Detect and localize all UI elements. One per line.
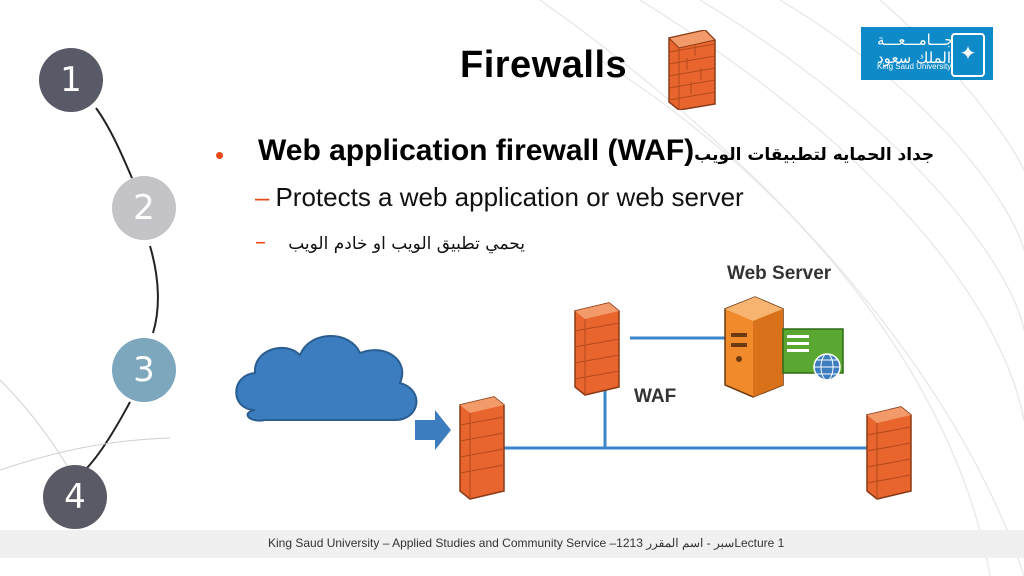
palm-seal-icon: ✦: [951, 33, 985, 77]
step-3-circle[interactable]: 3: [112, 338, 176, 402]
step-connector-1-2: [95, 107, 133, 179]
step-4-circle[interactable]: 4: [43, 465, 107, 529]
arrow-icon: [415, 410, 451, 450]
step-1-label: 1: [60, 60, 82, 100]
step-2-circle[interactable]: 2: [112, 176, 176, 240]
step-connector-3-4: [84, 401, 131, 471]
bullet-point: •: [215, 140, 225, 170]
internet-cloud-icon: [235, 335, 418, 422]
firewall-right-icon: [866, 406, 912, 500]
dash-bullet: –: [255, 182, 270, 212]
waf-heading-ar: جداد الحمايه لتطبيقات الويب: [694, 145, 935, 165]
step-4-label: 4: [64, 477, 86, 517]
subpoint-arabic-text: يحمي تطبيق الويب او خادم الويب: [288, 234, 525, 254]
university-logo: جـــامـــعـــة الملك سعود King Saud Univ…: [861, 27, 993, 80]
step-2-label: 2: [133, 188, 155, 228]
subpoint-arabic: – يحمي تطبيق الويب او خادم الويب: [255, 230, 525, 255]
subpoint-english: –Protects a web application or web serve…: [255, 182, 744, 213]
waf-heading: Web application firewall (WAF)جداد الحما…: [258, 134, 934, 168]
step-1-circle[interactable]: 1: [39, 48, 103, 112]
footer-text: King Saud University – Applied Studies a…: [268, 536, 785, 550]
footer-bar: King Saud University – Applied Studies a…: [0, 530, 1024, 558]
page-title: Firewalls: [460, 44, 628, 86]
firewall-icon: [668, 30, 716, 110]
step-connector-2-3: [149, 245, 159, 334]
step-3-label: 3: [133, 350, 155, 390]
internet-label: Internet: [275, 424, 345, 445]
firewall-waf-icon: [574, 302, 620, 396]
dash-bullet: –: [255, 230, 266, 255]
waf-label: WAF: [634, 386, 677, 407]
logo-english-text: King Saud University: [877, 62, 952, 71]
network-diagram: [235, 296, 912, 500]
web-server-icon: [724, 296, 844, 398]
waf-heading-en: Web application firewall (WAF): [258, 134, 695, 167]
subpoint-english-text: Protects a web application or web server: [275, 182, 744, 212]
firewall-internet-icon: [459, 396, 505, 500]
logo-arabic-text: جـــامـــعـــة الملك سعود: [877, 31, 954, 67]
web-server-label: Web Server: [727, 263, 832, 284]
